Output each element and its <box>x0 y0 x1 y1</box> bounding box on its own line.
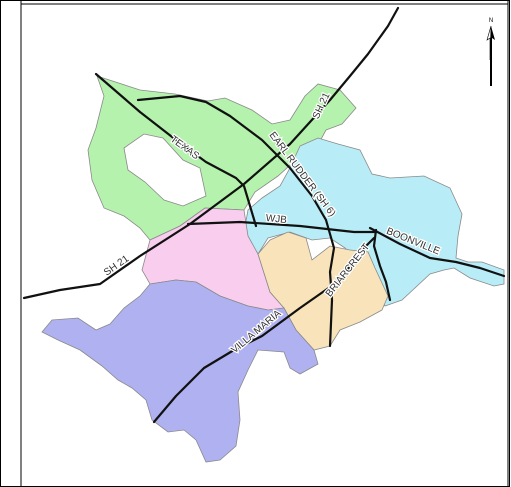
road-villa-maria <box>152 236 376 424</box>
label-wjb: WJB <box>265 213 287 226</box>
districts <box>41 75 505 463</box>
roads <box>22 6 506 424</box>
road-earl-rudder <box>136 94 336 348</box>
road-texas <box>94 72 258 228</box>
road-boonville <box>368 226 506 278</box>
north-arrow-icon: N <box>486 18 495 86</box>
road-briarcrest <box>372 228 392 302</box>
road-sh21 <box>22 6 400 300</box>
north-arrow-letter: N <box>489 18 493 24</box>
district-purple <box>41 279 319 463</box>
road-wjb <box>186 220 378 234</box>
